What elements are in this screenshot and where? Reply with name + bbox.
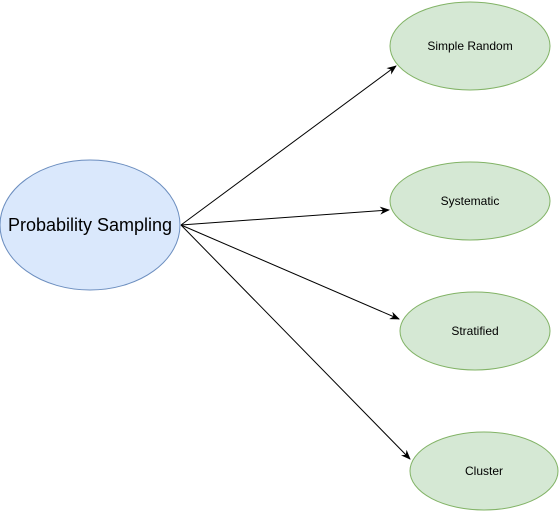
child-node-stratified[interactable]: Stratified <box>399 291 551 371</box>
child-node-shape <box>399 291 551 371</box>
child-node-label: Stratified <box>451 324 498 338</box>
edge-to-simple-random <box>180 65 397 226</box>
child-node-shape <box>389 161 551 241</box>
child-node-label: Cluster <box>465 464 503 478</box>
edges <box>180 65 411 460</box>
root-node-shape <box>0 159 181 291</box>
child-node-shape <box>389 1 551 91</box>
edge-to-stratified <box>180 224 400 320</box>
child-node-cluster[interactable]: Cluster <box>409 431 559 511</box>
root-node[interactable]: Probability Sampling <box>0 159 181 291</box>
child-node-label: Simple Random <box>427 39 512 53</box>
root-node-label: Probability Sampling <box>8 215 172 235</box>
edge-to-cluster <box>180 224 411 460</box>
child-node-shape <box>409 431 559 511</box>
child-node-systematic[interactable]: Systematic <box>389 161 551 241</box>
edge-to-systematic <box>180 206 390 226</box>
child-node-simple-random[interactable]: Simple Random <box>389 1 551 91</box>
child-node-label: Systematic <box>441 194 500 208</box>
